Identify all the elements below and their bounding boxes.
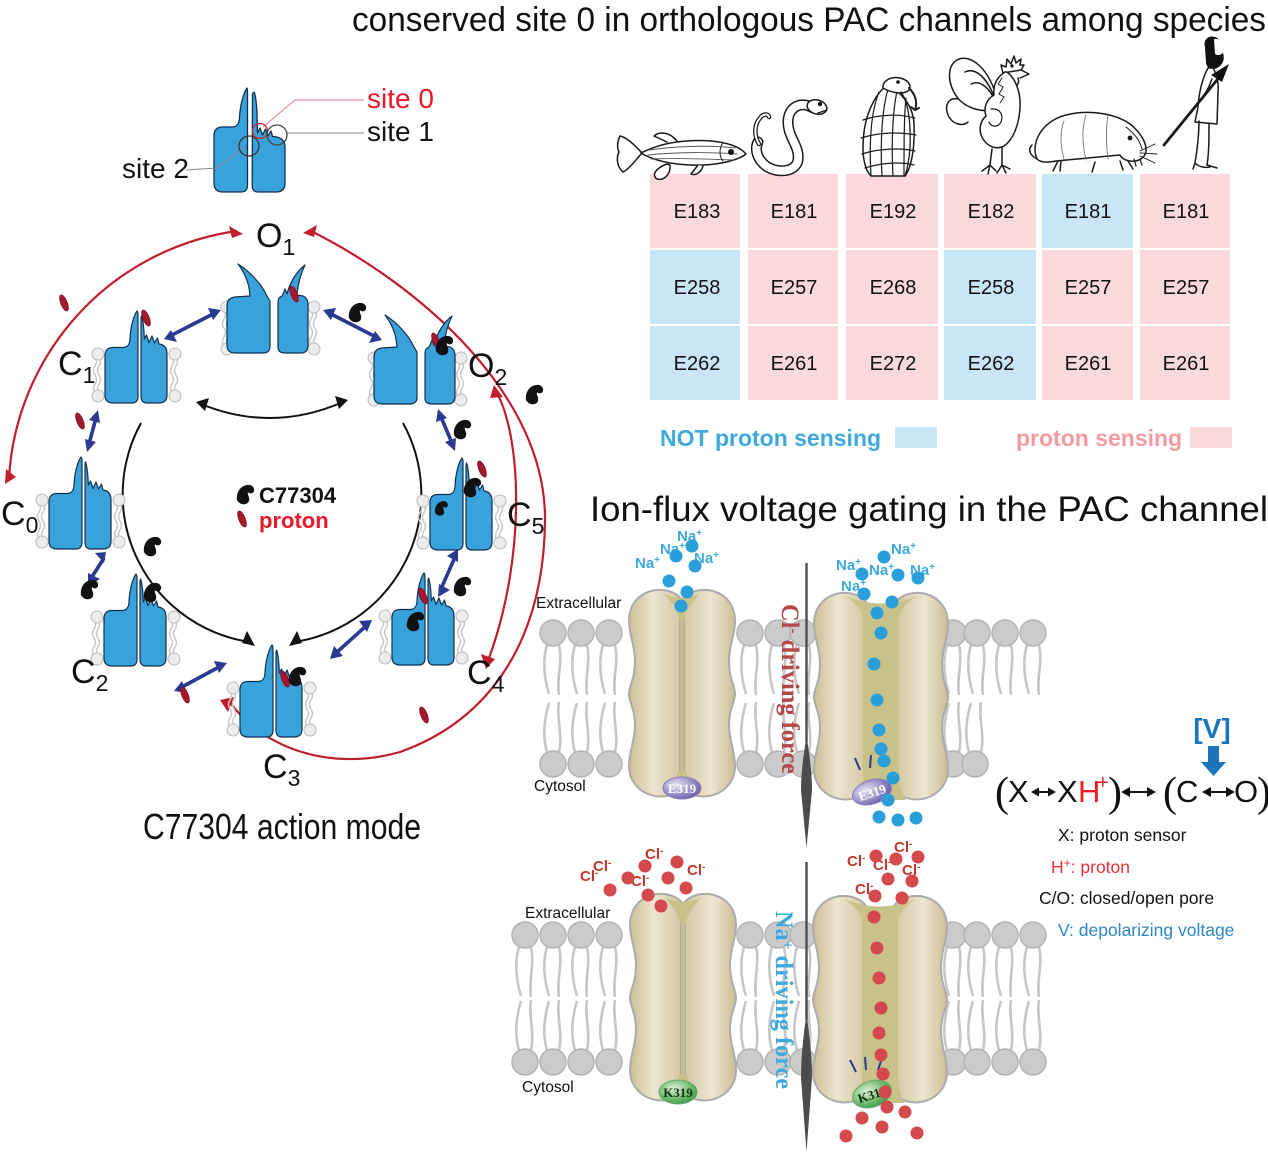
- svg-text:C77304: C77304: [259, 483, 337, 508]
- svg-text:proton: proton: [259, 508, 329, 533]
- svg-text:E181: E181: [1065, 201, 1112, 223]
- svg-text:Ion-flux voltage gating in the: Ion-flux voltage gating in the PAC chann…: [590, 490, 1268, 529]
- svg-text:E261: E261: [1065, 353, 1112, 375]
- svg-text:X: X: [1008, 774, 1029, 809]
- svg-text:E272: E272: [870, 353, 917, 375]
- svg-text:Na+ driving force: Na+ driving force: [770, 911, 797, 1089]
- svg-text:C/O: closed/open pore: C/O: closed/open pore: [1039, 888, 1214, 908]
- svg-text:Na+: Na+: [891, 541, 916, 558]
- svg-text:C: C: [1176, 774, 1198, 809]
- svg-text:Cl-: Cl-: [580, 868, 598, 885]
- svg-text:E182: E182: [968, 201, 1015, 223]
- svg-text:O1: O1: [256, 217, 295, 260]
- svg-text:site 0: site 0: [367, 83, 434, 114]
- svg-text:X: proton sensor: X: proton sensor: [1058, 825, 1187, 845]
- svg-text:Cl-: Cl-: [894, 839, 912, 856]
- svg-text:): ): [1257, 770, 1268, 816]
- svg-text:C1: C1: [58, 345, 95, 388]
- svg-text:E181: E181: [1163, 201, 1210, 223]
- svg-text:Extracellular: Extracellular: [536, 595, 621, 612]
- svg-text:Cytosol: Cytosol: [534, 778, 586, 795]
- svg-text:E262: E262: [968, 353, 1015, 375]
- svg-text:E257: E257: [1163, 277, 1210, 299]
- svg-text:Na+: Na+: [869, 562, 894, 579]
- svg-text:E262: E262: [674, 353, 721, 375]
- svg-text:site 2: site 2: [122, 153, 189, 184]
- svg-text:E261: E261: [1163, 353, 1210, 375]
- svg-text:E192: E192: [870, 201, 917, 223]
- svg-text:E183: E183: [674, 201, 721, 223]
- svg-text:Extracellular: Extracellular: [525, 905, 610, 922]
- svg-text:O2: O2: [468, 347, 507, 390]
- svg-text:V: depolarizing voltage: V: depolarizing voltage: [1058, 920, 1234, 940]
- svg-text:C0: C0: [1, 495, 38, 538]
- svg-text:C77304 action mode: C77304 action mode: [143, 806, 421, 847]
- svg-text:Cl-: Cl-: [687, 862, 705, 879]
- svg-text:H: H: [1078, 774, 1100, 809]
- svg-text:E319: E319: [668, 781, 697, 796]
- svg-text:Na+: Na+: [836, 557, 861, 574]
- svg-text:E258: E258: [968, 277, 1015, 299]
- svg-text:Cl-: Cl-: [645, 846, 663, 863]
- svg-text:E257: E257: [771, 277, 818, 299]
- svg-text:C4: C4: [467, 654, 505, 697]
- svg-text:Cl-: Cl-: [593, 858, 611, 875]
- svg-text:Cl-: Cl-: [902, 862, 920, 879]
- svg-text:Cytosol: Cytosol: [522, 1079, 574, 1096]
- svg-text:Na+: Na+: [677, 528, 702, 545]
- svg-text:H+: proton: H+: proton: [1051, 856, 1130, 877]
- svg-text:Na+: Na+: [635, 555, 660, 572]
- svg-text:Cl-: Cl-: [855, 881, 873, 898]
- svg-text:E261: E261: [771, 353, 818, 375]
- svg-text:E257: E257: [1065, 277, 1112, 299]
- svg-text:K319: K319: [663, 1085, 693, 1100]
- svg-text:(: (: [995, 770, 1009, 816]
- svg-text:Cl-: Cl-: [847, 853, 865, 870]
- svg-text:conserved site 0 in orthologou: conserved site 0 in orthologous PAC chan…: [352, 1, 1266, 39]
- svg-text:NOT proton sensing: NOT proton sensing: [660, 425, 881, 451]
- svg-text:E268: E268: [870, 277, 917, 299]
- svg-text:C5: C5: [507, 496, 544, 539]
- svg-text:): ): [1108, 770, 1122, 816]
- svg-text:E181: E181: [771, 201, 818, 223]
- svg-text:Cl-: Cl-: [631, 873, 649, 890]
- svg-text:proton sensing: proton sensing: [1016, 425, 1182, 451]
- svg-text:X: X: [1057, 774, 1078, 809]
- svg-text:site 1: site 1: [367, 116, 434, 147]
- svg-text:[V]: [V]: [1193, 713, 1230, 744]
- svg-text:(: (: [1163, 770, 1177, 816]
- svg-text:C3: C3: [263, 748, 300, 791]
- svg-text:O: O: [1234, 774, 1258, 809]
- svg-text:+: +: [1097, 772, 1109, 794]
- svg-text:E258: E258: [674, 277, 721, 299]
